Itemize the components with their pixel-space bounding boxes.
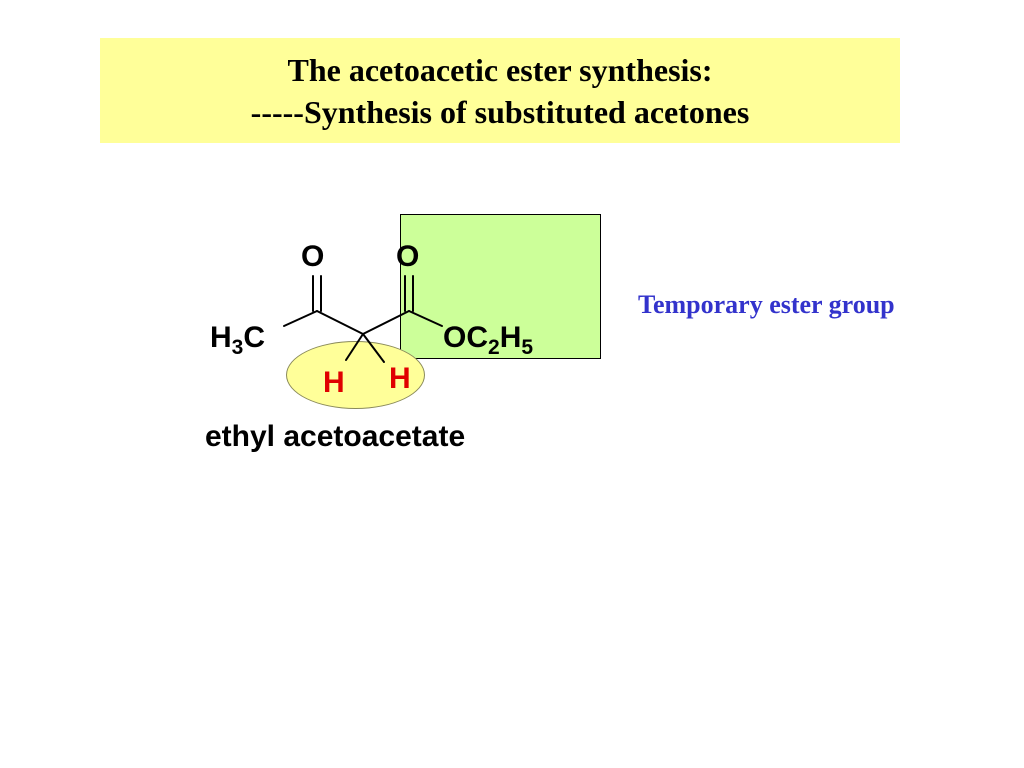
alpha-hydrogen-right-label: H [389, 362, 411, 395]
title-box: The acetoacetic ester synthesis: -----Sy… [100, 38, 900, 143]
ester-oxygen-label: O [396, 240, 420, 273]
title-line-1: The acetoacetic ester synthesis: [287, 51, 713, 88]
title-line-2: -----Synthesis of substituted acetones [250, 93, 750, 130]
bond-ester-ethoxy [408, 310, 443, 327]
methyl-group-label: H3C [210, 321, 266, 359]
ketone-oxygen-label: O [301, 240, 325, 273]
bond-alpha-ester-carbonyl [362, 310, 410, 335]
compound-name-caption: ethyl acetoacetate [205, 420, 466, 453]
alpha-hydrogen-left-label: H [323, 366, 345, 399]
ester-group-highlight [400, 214, 601, 359]
temporary-ester-annotation: Temporary ester group [638, 290, 895, 319]
ethoxy-group-label: OC2H5 [443, 321, 534, 359]
alpha-hydrogen-highlight [286, 341, 425, 409]
bond-carbonyl-alpha [316, 310, 364, 335]
bond-alpha-h-right [362, 333, 385, 363]
bond-alpha-h-left [345, 333, 364, 361]
bond-methyl-carbonyl [283, 310, 318, 327]
